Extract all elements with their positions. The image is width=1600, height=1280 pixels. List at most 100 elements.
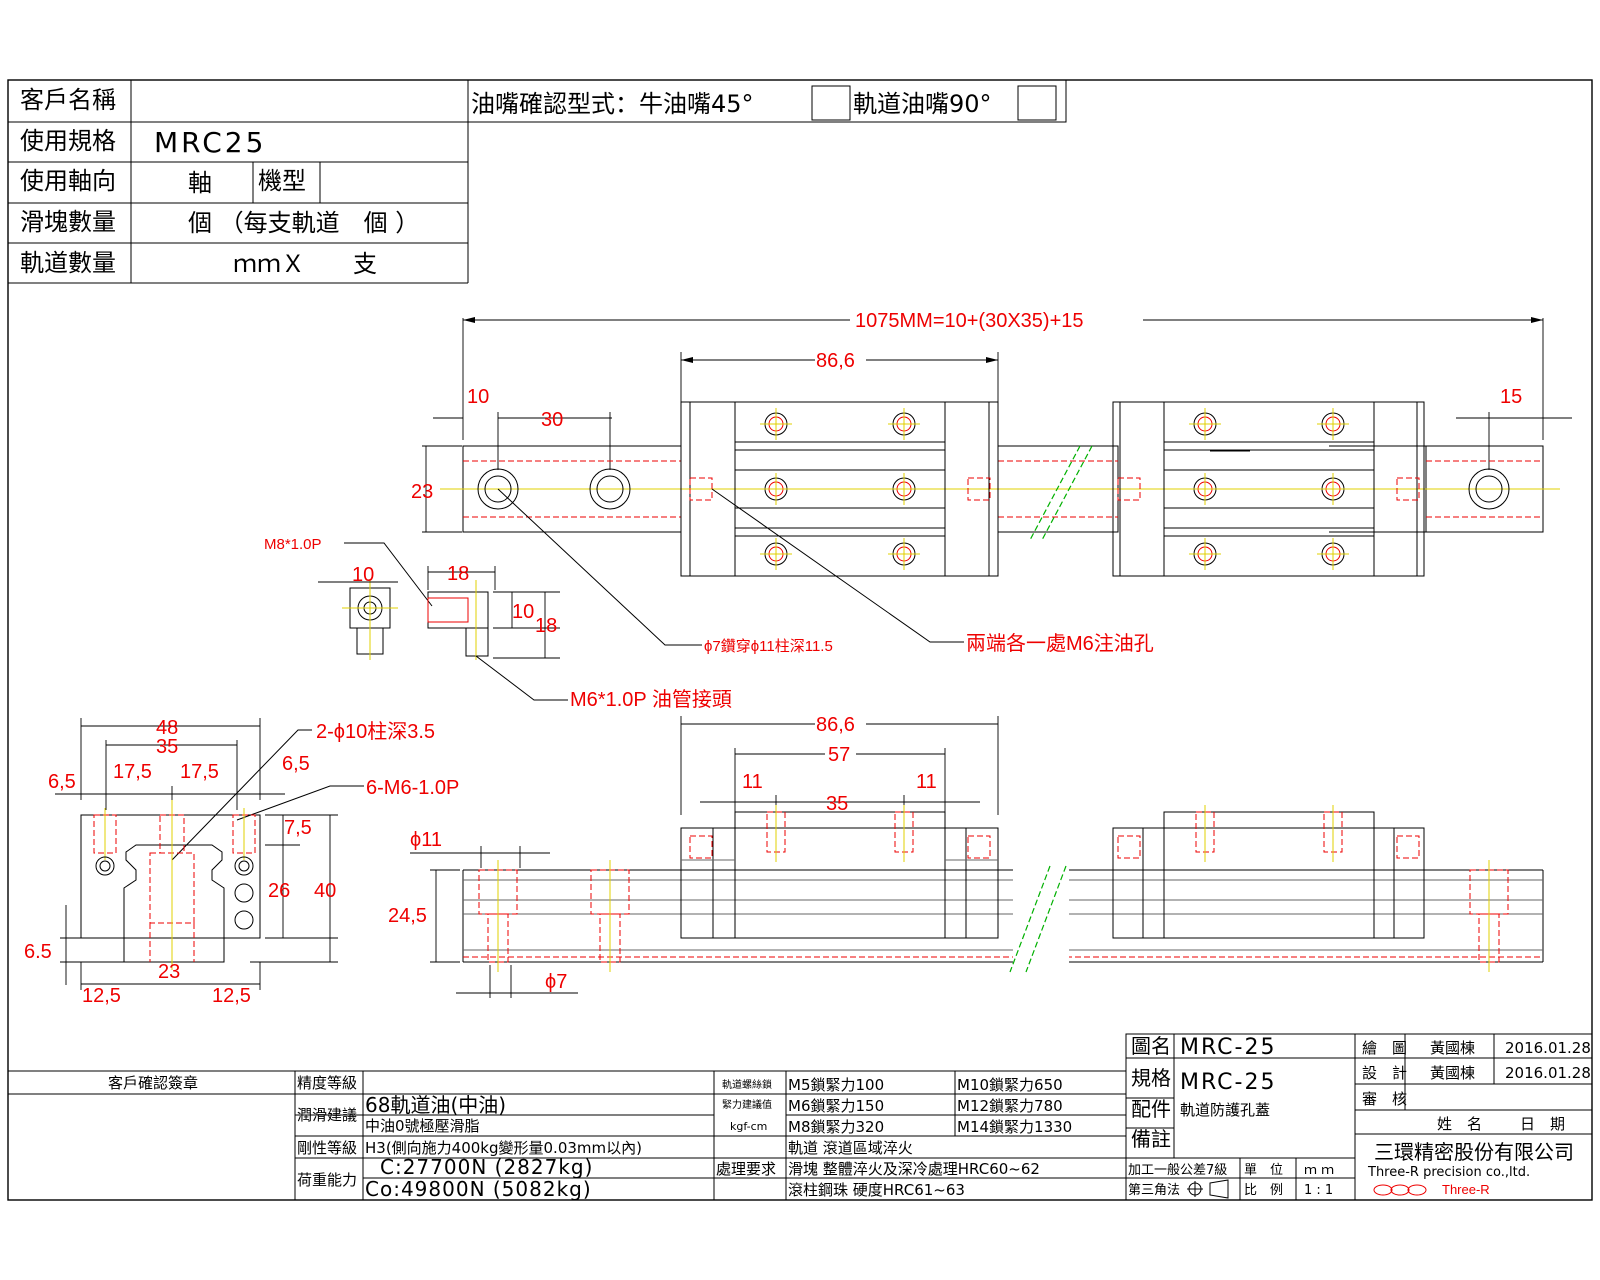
tb-accessory: 軌道防護孔蓋 [1180,1101,1270,1119]
oil-hole-note: 兩端各一處M6注油孔 [966,632,1154,655]
end-view: 48 35 6,5 17,5 17,5 6,5 2-ϕ10柱深3.5 6-M6-… [24,717,459,1007]
end-dim-65a: 6,5 [48,771,76,793]
tube-note: M6*1.0P 油管接頭 [570,688,732,711]
tb-load-label: 荷重能力 [297,1171,357,1189]
block-bolt-hole [760,538,792,570]
tb-design-label: 設 計 [1362,1064,1407,1082]
company-logo: Three-R [1373,1182,1490,1197]
block-bolt-hole [1189,538,1221,570]
nipple-options: 油嘴確認型式：牛油嘴45° 軌道油嘴90° [467,79,1067,123]
tb-torque-l2: 緊力建議值 [722,1098,772,1111]
nipple-45-checkbox[interactable] [811,85,851,121]
tb-m5: M5鎖緊力100 [788,1076,884,1094]
dim-15: 15 [1500,386,1522,408]
end-dim-23: 23 [158,961,180,983]
side-dim-866: 86,6 [816,714,855,736]
rail-qty-value: ｍｍＸ 支 [233,250,377,278]
end-dim-26: 26 [268,880,290,902]
dim-10: 10 [467,386,489,408]
block-bolt-hole [1317,538,1349,570]
title-block: 圖名 MRC-25 規格 MRC-25 配件 軌道防護孔蓋 備註 繪 圖 黃國棟… [8,1033,1593,1201]
m8-label: M8*1.0P [264,536,322,553]
tb-accessory-label: 配件 [1131,1097,1171,1121]
block-tapped-hole [894,805,914,862]
side-dim-11b: 11 [916,771,937,793]
block-bolt-hole [760,473,792,505]
nipple-d10: 10 [352,564,374,586]
nipple-d18: 18 [447,563,469,585]
block-bolt-hole [888,538,920,570]
side-dim-245: 24,5 [388,905,427,927]
nipple-90-checkbox[interactable] [1017,85,1057,121]
side-dim-57: 57 [828,744,850,766]
tb-load-c: C:27700N (2827kg) [380,1155,593,1179]
tb-company-en: Three-R precision co.,ltd. [1367,1165,1530,1180]
axis-value: 軸 [188,169,212,197]
block-bolt-hole [1189,473,1221,505]
model-label: 機型 [258,167,306,195]
tb-proc3: 滾柱鋼珠 硬度HRC61~63 [788,1181,965,1199]
tb-unit-label: 單 位 [1244,1163,1283,1178]
dim-30: 30 [541,409,563,431]
block-bolt-hole [888,473,920,505]
projection-symbol [1187,1179,1229,1199]
block-bolt-hole [1317,473,1349,505]
dim-23: 23 [411,481,433,503]
side-dim-35: 35 [826,793,848,815]
tb-name: MRC-25 [1180,1035,1276,1060]
end-dim-48: 48 [156,717,178,739]
tb-torque-unit: kgf-cm [730,1120,767,1133]
block-bolt-hole [1317,408,1349,440]
total-length-dim: 1075MM=10+(30X35)+15 [855,310,1084,332]
tb-lube2: 中油0號極壓滑脂 [365,1117,480,1135]
tb-draw-name: 黃國棟 [1430,1039,1475,1057]
top-view: 1075MM=10+(30X35)+15 86,6 10 30 15 23 [411,310,1572,655]
tb-draw-label: 繪 圖 [1362,1039,1407,1057]
tb-m10: M10鎖緊力650 [957,1076,1063,1094]
tb-remark-label: 備註 [1131,1127,1171,1151]
tb-name-label: 圖名 [1131,1034,1171,1058]
axis-label: 使用軸向 [20,167,116,195]
end-dim-65b: 6,5 [282,753,310,775]
tb-spec-label: 規格 [1131,1066,1171,1090]
end-dim-125b: 12,5 [212,985,251,1007]
tb-spec: MRC-25 [1180,1070,1276,1095]
customer-name-label: 客戶名稱 [20,86,116,114]
spec-label: 使用規格 [20,127,116,155]
tb-rigidity: H3(側向施力400kg變形量0.03mm以內) [365,1139,642,1157]
block-tapped-hole [766,805,786,862]
nipple-d18b: 18 [535,615,557,637]
tb-scale-label: 比 例 [1244,1183,1283,1198]
tb-accuracy-label: 精度等級 [297,1074,357,1092]
tb-lube1: 68軌道油(中油) [365,1093,506,1117]
end-dim-65c: 6.5 [24,941,52,963]
end-dim-175a: 17,5 [113,761,152,783]
tb-unit-value: ｍ ｍ [1304,1163,1334,1178]
tb-customer-confirm: 客戶確認簽章 [108,1074,198,1092]
nipple-d10b: 10 [512,601,534,623]
tb-torque-l1: 軌道螺絲鎖 [722,1078,772,1091]
rail-qty-label: 軌道數量 [20,249,116,277]
header-table: 客戶名稱 使用規格 MRC25 使用軸向 軸 機型 滑塊數量 個 （每支軌道 個… [8,80,469,284]
bore-note: ϕ7鑽穿ϕ11柱深11.5 [704,638,833,655]
spec-value: MRC25 [154,126,266,159]
block-bolt-hole [1189,408,1221,440]
tb-design-date: 2016.01.28 [1505,1064,1591,1082]
rail-mount-hole [478,860,518,972]
side-dim-phi7: ϕ7 [545,971,567,993]
tb-m8: M8鎖緊力320 [788,1118,884,1136]
end-dim-75: 7,5 [284,817,312,839]
side-dim-phi11: ϕ11 [410,829,442,851]
nipple-detail: M8*1.0P 10 18 10 18 M6*1.0P 油管接頭 [264,536,732,711]
tb-rigidity-label: 剛性等級 [297,1139,357,1157]
nipple-title: 油嘴確認型式：牛油嘴45° [471,90,754,118]
end-dim-35: 35 [156,736,178,758]
side-dim-11a: 11 [742,771,763,793]
block-qty-label: 滑塊數量 [20,208,116,236]
tb-m6: M6鎖緊力150 [788,1097,884,1115]
tb-load-c0: Co:49800N (5082kg) [365,1177,592,1201]
tb-process-label: 處理要求 [716,1160,776,1178]
cbore-note: 2-ϕ10柱深3.5 [316,720,435,743]
tb-lube-label: 潤滑建議 [297,1106,357,1124]
